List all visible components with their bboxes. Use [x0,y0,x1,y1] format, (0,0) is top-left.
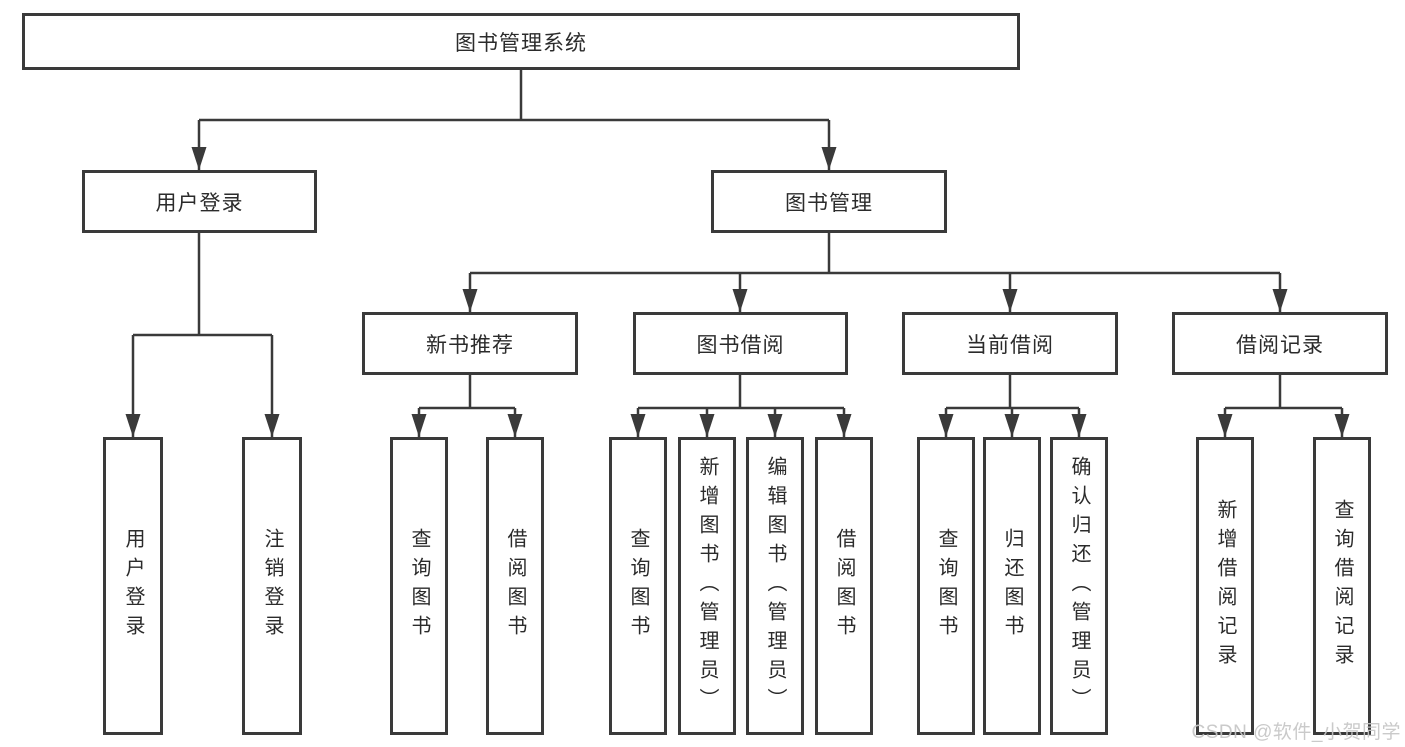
leaf-borrow-add-books-admin: 新增图书（管理员） [678,437,736,735]
leaf-recommend-borrow-books: 借阅图书 [486,437,544,735]
leaf-current-confirm-return-admin: 确认归还（管理员） [1050,437,1108,735]
node-book-borrow: 图书借阅 [633,312,848,375]
leaf-borrow-borrow-books: 借阅图书 [815,437,873,735]
leaf-user-login: 用户登录 [103,437,163,735]
node-label: 注销登录 [261,528,283,644]
node-label: 查询图书 [408,528,430,644]
node-label: 编辑图书（管理员） [764,455,786,717]
arrowheads [125,147,1350,437]
node-label: 借阅图书 [833,528,855,644]
leaf-logout: 注销登录 [242,437,302,735]
node-borrow-records: 借阅记录 [1172,312,1388,375]
node-root: 图书管理系统 [22,13,1020,70]
node-label: 用户登录 [155,191,244,215]
node-new-book-recommend: 新书推荐 [362,312,578,375]
leaf-borrow-query-books: 查询图书 [609,437,667,735]
node-label: 图书管理 [785,191,873,215]
leaf-borrow-edit-books-admin: 编辑图书（管理员） [746,437,804,735]
node-label: 新增借阅记录 [1214,499,1236,673]
node-current-borrow: 当前借阅 [902,312,1118,375]
node-label: 新书推荐 [426,333,514,357]
node-label: 查询图书 [627,528,649,644]
node-label: 查询借阅记录 [1331,499,1353,673]
watermark-text: CSDN @软件_小贺同学 [1191,722,1401,743]
node-label: 图书管理系统 [455,31,587,55]
leaf-recommend-query-books: 查询图书 [390,437,448,735]
node-label: 借阅图书 [504,528,526,644]
node-label: 确认归还（管理员） [1068,455,1090,717]
node-book-management: 图书管理 [711,170,947,233]
node-label: 借阅记录 [1236,333,1324,357]
leaf-current-query-books: 查询图书 [917,437,975,735]
node-label: 用户登录 [122,528,144,644]
node-user-login: 用户登录 [82,170,317,233]
leaf-records-query-record: 查询借阅记录 [1313,437,1371,735]
node-label: 当前借阅 [966,333,1054,357]
node-label: 归还图书 [1001,528,1023,644]
leaf-records-add-record: 新增借阅记录 [1196,437,1254,735]
node-label: 图书借阅 [696,333,785,357]
leaf-current-return-books: 归还图书 [983,437,1041,735]
node-label: 新增图书（管理员） [696,455,718,717]
node-label: 查询图书 [935,528,957,644]
